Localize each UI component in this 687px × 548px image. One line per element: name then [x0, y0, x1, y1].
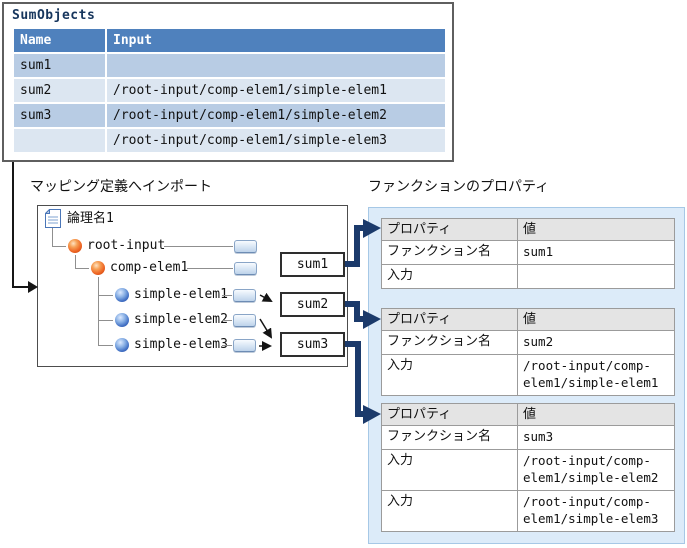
prop-value [517, 264, 675, 289]
mapping-tree-panel: 論理名1 root-input comp-elem1 simple-elem1 [37, 205, 348, 367]
prop-value: /root-input/comp-elem1/simple-elem1 [517, 354, 675, 396]
prop-label: ファンクション名 [381, 330, 518, 355]
prop-label: 入力 [381, 490, 518, 532]
property-table-sum2: プロパティ 値 ファンクション名 sum2 入力 /root-input/com… [381, 308, 675, 396]
tree-root-label: 論理名1 [67, 210, 114, 226]
cell-input: /root-input/comp-elem1/simple-elem3 [107, 129, 447, 154]
cell-name: sum2 [14, 79, 107, 104]
tree-guide [52, 246, 66, 247]
property-table-header-row: プロパティ 値 [381, 308, 675, 331]
tree-node-label: root-input [87, 238, 166, 253]
property-row: 入力 /root-input/comp-elem1/simple-elem2 [381, 449, 675, 491]
tree-node-comp-elem1: comp-elem1 [91, 261, 188, 275]
cell-name [14, 129, 107, 154]
mapping-port-button[interactable] [233, 314, 256, 327]
simple-element-icon [115, 338, 129, 352]
property-row: 入力 /root-input/comp-elem1/simple-elem1 [381, 354, 675, 396]
property-row: 入力 /root-input/comp-elem1/simple-elem3 [381, 490, 675, 532]
prop-col-property: プロパティ [381, 308, 518, 331]
sumobjects-table: Name Input sum1 sum2 /root-input/comp-el… [14, 29, 447, 154]
prop-value: sum3 [517, 425, 675, 450]
prop-label: 入力 [381, 449, 518, 491]
prop-label: ファンクション名 [381, 425, 518, 450]
prop-value: /root-input/comp-elem1/simple-elem3 [517, 490, 675, 532]
property-table-sum3: プロパティ 値 ファンクション名 sum3 入力 /root-input/com… [381, 403, 675, 532]
property-row: ファンクション名 sum2 [381, 330, 675, 355]
document-icon [44, 208, 61, 228]
function-box-sum3: sum3 [280, 332, 345, 357]
prop-value: sum1 [517, 240, 675, 265]
property-row: 入力 [381, 264, 675, 289]
prop-label: 入力 [381, 264, 518, 289]
table-row: sum1 [14, 54, 447, 79]
tree-node-label: simple-elem3 [134, 337, 228, 352]
sumobjects-header-row: Name Input [14, 29, 447, 54]
simple-element-icon [115, 313, 129, 327]
cell-input [107, 54, 447, 79]
sumobjects-panel: SumObjects Name Input sum1 sum2 /root-in… [2, 2, 454, 162]
property-table-header-row: プロパティ 値 [381, 218, 675, 241]
property-table-sum1: プロパティ 値 ファンクション名 sum1 入力 [381, 218, 675, 289]
tree-node-root-input: root-input [68, 239, 165, 253]
prop-label: 入力 [381, 354, 518, 396]
mapping-port-button[interactable] [233, 289, 256, 302]
port-connector-line [222, 345, 232, 346]
function-properties-label: ファンクションのプロパティ [368, 179, 550, 195]
function-box-sum1: sum1 [280, 252, 345, 277]
sumobjects-title: SumObjects [12, 8, 96, 23]
tree-node-label: simple-elem1 [134, 287, 228, 302]
complex-element-icon [91, 261, 105, 275]
tree-node-simple-elem2: simple-elem2 [115, 313, 228, 327]
port-connector-line [187, 268, 233, 269]
prop-col-value: 値 [517, 218, 675, 241]
prop-value: /root-input/comp-elem1/simple-elem2 [517, 449, 675, 491]
table-row: sum2 /root-input/comp-elem1/simple-elem1 [14, 79, 447, 104]
port-connector-line [222, 320, 232, 321]
tree-node-label: comp-elem1 [110, 260, 189, 275]
function-box-label: sum2 [296, 297, 329, 312]
tree-root-node: 論理名1 [44, 208, 114, 228]
tree-guide [98, 320, 113, 321]
tree-node-simple-elem3: simple-elem3 [115, 338, 228, 352]
prop-col-value: 値 [517, 308, 675, 331]
tree-guide [52, 228, 53, 247]
cell-name: sum1 [14, 54, 107, 79]
tree-node-simple-elem1: simple-elem1 [115, 288, 228, 302]
prop-col-value: 値 [517, 403, 675, 426]
cell-name: sum3 [14, 104, 107, 129]
prop-col-property: プロパティ [381, 403, 518, 426]
function-box-label: sum3 [296, 337, 329, 352]
simple-element-icon [115, 288, 129, 302]
tree-guide [75, 255, 76, 269]
prop-value: sum2 [517, 330, 675, 355]
column-header-name: Name [14, 29, 107, 54]
complex-element-icon [68, 239, 82, 253]
property-table-header-row: プロパティ 値 [381, 403, 675, 426]
port-connector-line [164, 246, 233, 247]
mapping-port-button[interactable] [233, 339, 256, 352]
prop-label: ファンクション名 [381, 240, 518, 265]
mapping-port-button[interactable] [234, 240, 257, 253]
cell-input: /root-input/comp-elem1/simple-elem2 [107, 104, 447, 129]
tree-node-label: simple-elem2 [134, 312, 228, 327]
tree-guide [98, 277, 99, 346]
property-row: ファンクション名 sum1 [381, 240, 675, 265]
port-connector-line [222, 295, 232, 296]
tree-guide [75, 268, 89, 269]
tree-guide [98, 345, 113, 346]
tree-guide [98, 295, 113, 296]
mapping-import-label: マッピング定義へインポート [30, 179, 212, 195]
mapping-port-button[interactable] [234, 262, 257, 275]
cell-input: /root-input/comp-elem1/simple-elem1 [107, 79, 447, 104]
table-row: /root-input/comp-elem1/simple-elem3 [14, 129, 447, 154]
table-row: sum3 /root-input/comp-elem1/simple-elem2 [14, 104, 447, 129]
prop-col-property: プロパティ [381, 218, 518, 241]
function-box-label: sum1 [296, 257, 329, 272]
function-box-sum2: sum2 [280, 292, 345, 317]
column-header-input: Input [107, 29, 447, 54]
property-row: ファンクション名 sum3 [381, 425, 675, 450]
